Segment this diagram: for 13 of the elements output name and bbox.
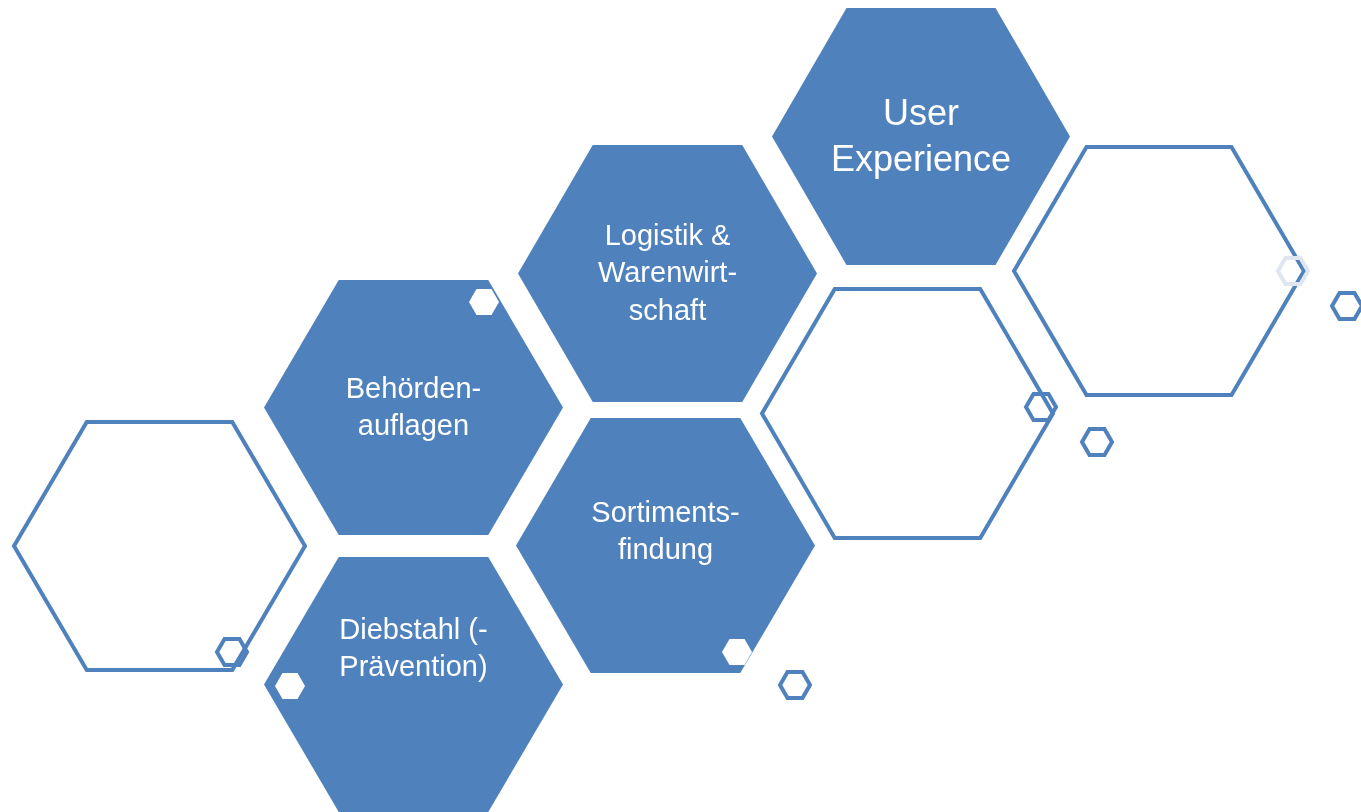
tile-label: User Experience <box>829 90 1013 182</box>
tile-label: Behörden- auflagen <box>344 370 483 444</box>
hexagon-outline <box>760 287 1055 540</box>
tile-label: Diebstahl (-Prävention) <box>338 611 489 685</box>
tile-label: Sortiments- findung <box>590 494 741 568</box>
hexagon-outline <box>1012 145 1306 397</box>
tile-label: Logistik & Warenwirt- schaft <box>596 217 739 329</box>
hexagon-tile <box>772 8 1070 265</box>
hexagon-tile <box>516 418 815 673</box>
hexagon-tile <box>264 557 563 812</box>
hexagon-tile <box>264 280 563 535</box>
hexagon-tile <box>518 145 817 402</box>
hexagon-outline <box>12 420 307 672</box>
